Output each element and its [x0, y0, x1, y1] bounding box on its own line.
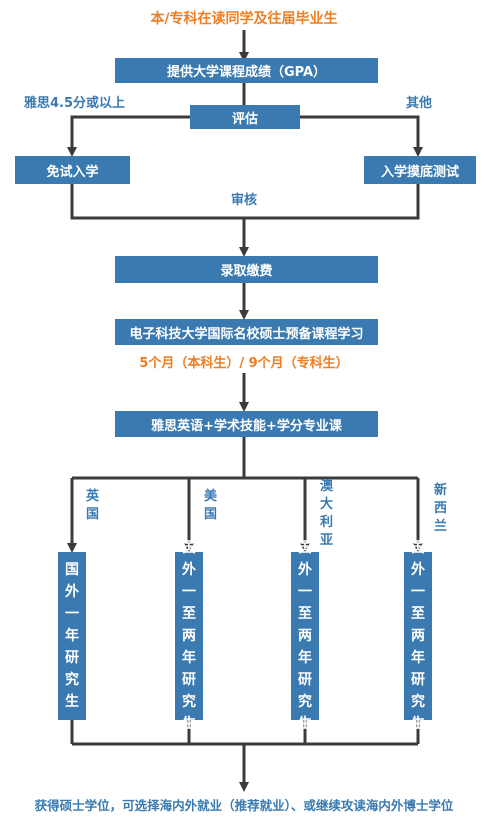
exempt-box: 免试入学	[15, 156, 130, 184]
country-label-us: 美国	[204, 489, 218, 522]
program-box: 电子科技大学国际名校硕士预备课程学习	[115, 319, 378, 345]
country-label-uk: 英国	[86, 489, 100, 522]
title: 本/专科在读同学及往届毕业生	[150, 11, 338, 27]
branch-right-label: 其他	[406, 96, 433, 111]
country-label-new-zealand: 新西 兰	[434, 483, 448, 534]
duration-label: 5个月（本科生）/ 9个月（专科生）	[139, 356, 349, 371]
placement-test-box: 入学摸底测试	[364, 156, 476, 184]
gpa-box: 提供大学课程成绩（GPA）	[115, 58, 378, 83]
australia-program-box: 国外 一至 两年 研究 生	[291, 540, 319, 732]
final-outcome: 获得硕士学位，可选择海内外就业（推荐就业）、或继续攻读海内外博士学位	[34, 798, 454, 813]
us-program-box: 国外 一至 两年 研究 生	[175, 540, 203, 732]
courses-box: 雅思英语+学术技能+学分专业课	[115, 411, 378, 437]
branch-left-label: 雅思4.5分或以上	[24, 96, 126, 111]
country-label-australia: 澳大 利亚	[320, 479, 334, 548]
new-zealand-program-box: 国外 一至 两年 研究 生	[404, 540, 432, 732]
evaluate-box: 评估	[190, 105, 300, 129]
uk-program-box: 国外 一年 研究 生	[58, 552, 86, 720]
review-label: 审核	[230, 193, 257, 208]
admission-box: 录取缴费	[115, 256, 378, 283]
